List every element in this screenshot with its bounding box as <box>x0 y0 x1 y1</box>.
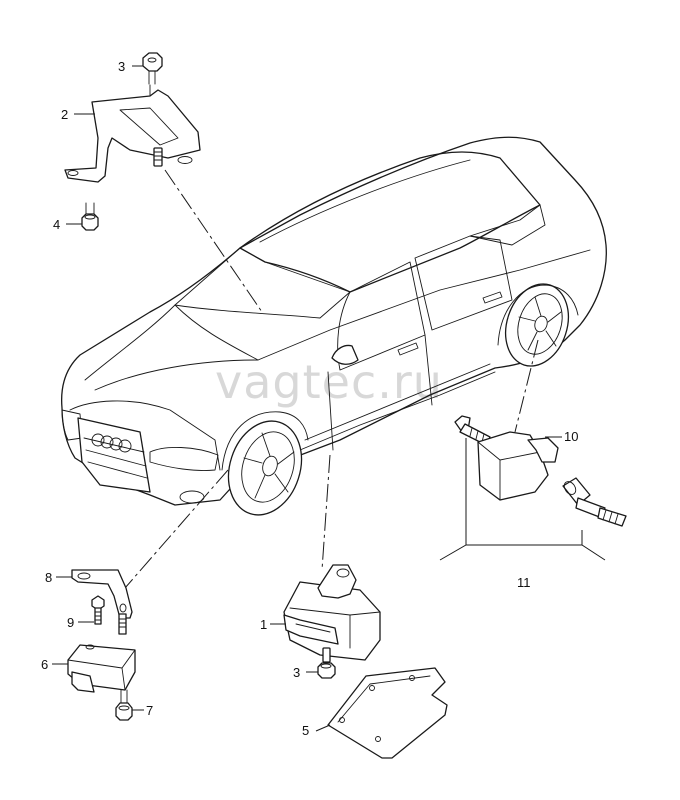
stud-bolt-bracket <box>153 147 163 167</box>
callout-5: 5 <box>302 723 309 738</box>
nut-left <box>81 202 99 231</box>
nut-top <box>142 52 163 85</box>
callout-7: 7 <box>146 703 153 718</box>
callout-6: 6 <box>41 657 48 672</box>
callout-9: 9 <box>67 615 74 630</box>
callout-3-bottom: 3 <box>293 665 300 680</box>
connector-line-bracket-to-car <box>164 169 263 313</box>
group-bracket-11 <box>439 438 606 561</box>
connector-line-bracket-to-wheel <box>124 469 229 589</box>
stud-bolt-lower <box>118 613 127 635</box>
car-illustration <box>60 136 607 516</box>
cover-plate <box>327 667 448 759</box>
callout-3-top: 3 <box>118 59 125 74</box>
callout-2: 2 <box>61 107 68 122</box>
control-module-small <box>67 644 136 693</box>
callout-8: 8 <box>45 570 52 585</box>
nut-lower-right <box>115 689 133 721</box>
tyre-pressure-sensor <box>454 415 627 527</box>
control-unit <box>283 564 381 663</box>
callout-1: 1 <box>260 617 267 632</box>
callout-10: 10 <box>564 429 578 444</box>
callout-4: 4 <box>53 217 60 232</box>
nut-bottom <box>317 662 336 679</box>
bracket-lower <box>71 569 133 619</box>
bracket-upper <box>64 84 201 183</box>
bolt-small <box>91 595 105 625</box>
callout-11: 11 <box>517 575 531 590</box>
connector-line-unit-to-sill <box>321 454 331 571</box>
connector-line-sensor-to-rear-wheel <box>514 339 539 433</box>
